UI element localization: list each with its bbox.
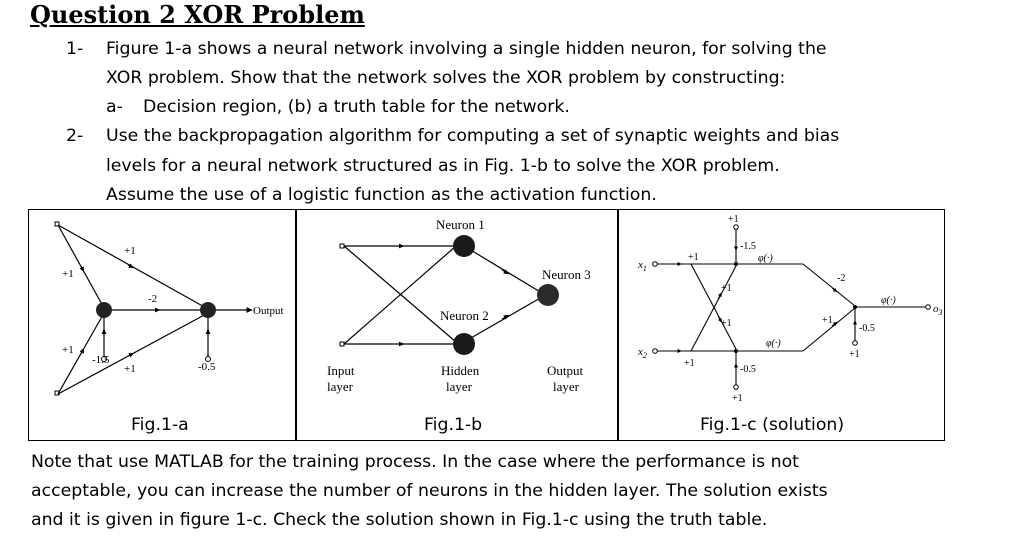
question-1-line-1: Figure 1-a shows a neural network involv… — [106, 39, 827, 59]
fig-1b-edge-n2-n3 — [463, 296, 543, 343]
fig-1c-x1-node — [652, 261, 658, 267]
fig-1a-edge-top-output — [57, 224, 209, 310]
fig-1b-input-node-2 — [339, 341, 345, 347]
fig-1c-out-bias-weight: -0.5 — [859, 323, 875, 334]
question-2-number: 2- — [66, 126, 84, 146]
question-1-sub-text: Decision region, (b) a truth table for t… — [143, 97, 570, 117]
fig-1c-top-bias-weight: -1.5 — [740, 241, 756, 252]
fig-1a-label-hidden-bias: -1.5 — [92, 354, 110, 366]
fig-1c-bottom-phi: φ(·) — [766, 338, 781, 349]
fig-1c-out-phi: φ(·) — [881, 295, 896, 306]
question-1-number: 1- — [66, 39, 84, 59]
fig-1b-neuron-1-label: Neuron 1 — [436, 217, 485, 232]
question-2-line-3: Assume the use of a logistic function as… — [106, 185, 657, 205]
fig-1c-edge-x2-top — [690, 265, 737, 352]
fig-1b-output-layer-label-2: layer — [553, 379, 580, 394]
fig-1b-input-node-1 — [339, 243, 345, 249]
fig-1a-label-output-bias: -0.5 — [198, 361, 216, 373]
fig-1a-output-neuron — [200, 302, 216, 318]
fig-1c-w-top-out: -2 — [837, 273, 845, 284]
fig-1c-top-bias-input: +1 — [728, 214, 739, 225]
fig-1b-neuron-1 — [453, 235, 475, 257]
fig-1a-label-top-output: +1 — [124, 245, 136, 257]
fig-1c-bottom-bias-weight: -0.5 — [740, 364, 756, 375]
note-line-1: Note that use MATLAB for the training pr… — [31, 452, 799, 472]
fig-1b-caption: Fig.1-b — [424, 415, 483, 435]
fig-1c-top-bias-node — [733, 224, 739, 230]
fig-1c-out-bias-node — [852, 340, 858, 346]
fig-1c-edge-top-out — [802, 263, 856, 307]
fig-1a-caption: Fig.1-a — [131, 415, 189, 435]
fig-1b-edge-i1-n2 — [343, 245, 457, 343]
note-line-3: and it is given in figure 1-c. Check the… — [31, 510, 768, 530]
fig-1c-w-x1-bottom: +1 — [721, 318, 732, 329]
fig-1b-edge-i2-n1 — [343, 245, 457, 345]
note-line-2: acceptable, you can increase the number … — [31, 481, 828, 501]
fig-1a-network: +1 +1 -2 +1 -1.5 +1 -0.5 Output — [54, 221, 284, 396]
fig-1b-neuron-2-label: Neuron 2 — [440, 308, 489, 323]
fig-1c-caption: Fig.1-c (solution) — [700, 415, 845, 435]
fig-1c-bottom-bias-input: +1 — [732, 393, 743, 404]
question-title: Question 2 XOR Problem — [30, 0, 365, 29]
fig-1b-hidden-layer-label-1: Hidden — [441, 363, 480, 378]
fig-1b-hidden-layer-label-2: layer — [446, 379, 473, 394]
fig-1c-x2-label: x2 — [637, 346, 647, 360]
fig-1a-hidden-bias-node — [101, 356, 107, 362]
fig-1c-output-label: o3 — [933, 303, 943, 317]
fig-1a-label-hidden-output: -2 — [148, 293, 157, 305]
fig-1b-edge-n1-n3 — [463, 245, 543, 294]
fig-1b-output-layer-label-1: Output — [547, 363, 584, 378]
fig-1c-w-x2-bottom: +1 — [684, 358, 695, 369]
fig-1b-input-layer-label-2: layer — [327, 379, 354, 394]
fig-1c-edge-x1-bottom — [690, 263, 737, 350]
fig-1b-neuron-3 — [537, 284, 559, 306]
figure-divider-1 — [295, 209, 297, 441]
fig-1a-output-label: Output — [253, 305, 284, 317]
fig-1a-label-bottom-output: +1 — [124, 363, 136, 375]
question-1-line-2: XOR problem. Show that the network solve… — [106, 68, 786, 88]
question-2-line-2: levels for a neural network structured a… — [106, 156, 780, 176]
fig-1c-network: x1 x2 +1 -1.5 φ(·) +1 +1 +1 +1 φ(·) -0.5… — [637, 214, 943, 404]
fig-1b-input-layer-label-1: Input — [327, 363, 355, 378]
fig-1c-out-bias-input: +1 — [849, 349, 860, 360]
question-2-line-1: Use the backpropagation algorithm for co… — [106, 126, 840, 146]
fig-1a-hidden-neuron — [96, 302, 112, 318]
fig-1c-x1-label: x1 — [637, 259, 647, 273]
fig-1c-bottom-bias-node — [733, 384, 739, 390]
fig-1c-edge-bottom-out — [802, 307, 856, 352]
fig-1c-top-phi: φ(·) — [758, 253, 773, 264]
fig-1c-w-x2-top: +1 — [721, 283, 732, 294]
question-1-sub-number: a- — [106, 97, 123, 117]
figure-frame — [28, 209, 945, 441]
fig-1b-network: Neuron 1 Neuron 2 Neuron 3 Input layer H… — [327, 217, 591, 394]
figure-divider-2 — [617, 209, 619, 441]
fig-1a-label-bottom-hidden: +1 — [62, 344, 74, 356]
fig-1a-label-top-hidden: +1 — [62, 268, 74, 280]
fig-1c-x2-node — [652, 348, 658, 354]
fig-1b-neuron-3-label: Neuron 3 — [542, 267, 591, 282]
fig-1b-neuron-2 — [453, 333, 475, 355]
fig-1a-input-top-node — [54, 221, 60, 227]
fig-1a-output-bias-node — [205, 356, 211, 362]
fig-1c-w-bottom-out: +1 — [822, 315, 833, 326]
fig-1c-w-x1-top: +1 — [688, 252, 699, 263]
fig-1c-output-node — [925, 304, 931, 310]
